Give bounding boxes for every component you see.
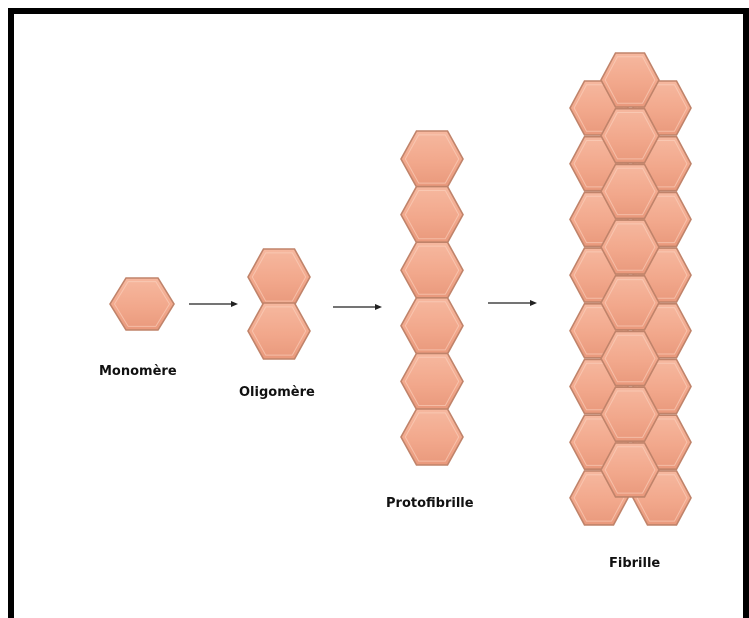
fibril-group xyxy=(570,53,691,525)
arrow-monomer-to-oligomer xyxy=(189,301,238,307)
hexagon-subunit xyxy=(401,131,463,187)
hexagon-subunit xyxy=(401,409,463,465)
oligomer-group xyxy=(248,249,310,359)
monomer-group xyxy=(110,278,174,330)
hexagon-subunit xyxy=(110,278,174,330)
protofibril-group xyxy=(401,131,463,465)
label-fibrille: Fibrille xyxy=(609,556,660,571)
hexagon-subunit xyxy=(401,187,463,243)
hexagon-subunit xyxy=(401,298,463,354)
label-protofibrille: Protofibrille xyxy=(386,496,474,511)
hexagon-subunit xyxy=(401,242,463,298)
hexagon-subunit xyxy=(248,303,310,359)
arrow-oligomer-to-protofibril xyxy=(333,304,382,310)
hexagon-subunit xyxy=(401,353,463,409)
hexagon-subunit xyxy=(248,249,310,305)
arrow-protofibril-to-fibril xyxy=(488,300,537,306)
label-monomere: Monomère xyxy=(99,364,177,379)
label-oligomere: Oligomère xyxy=(239,385,315,400)
